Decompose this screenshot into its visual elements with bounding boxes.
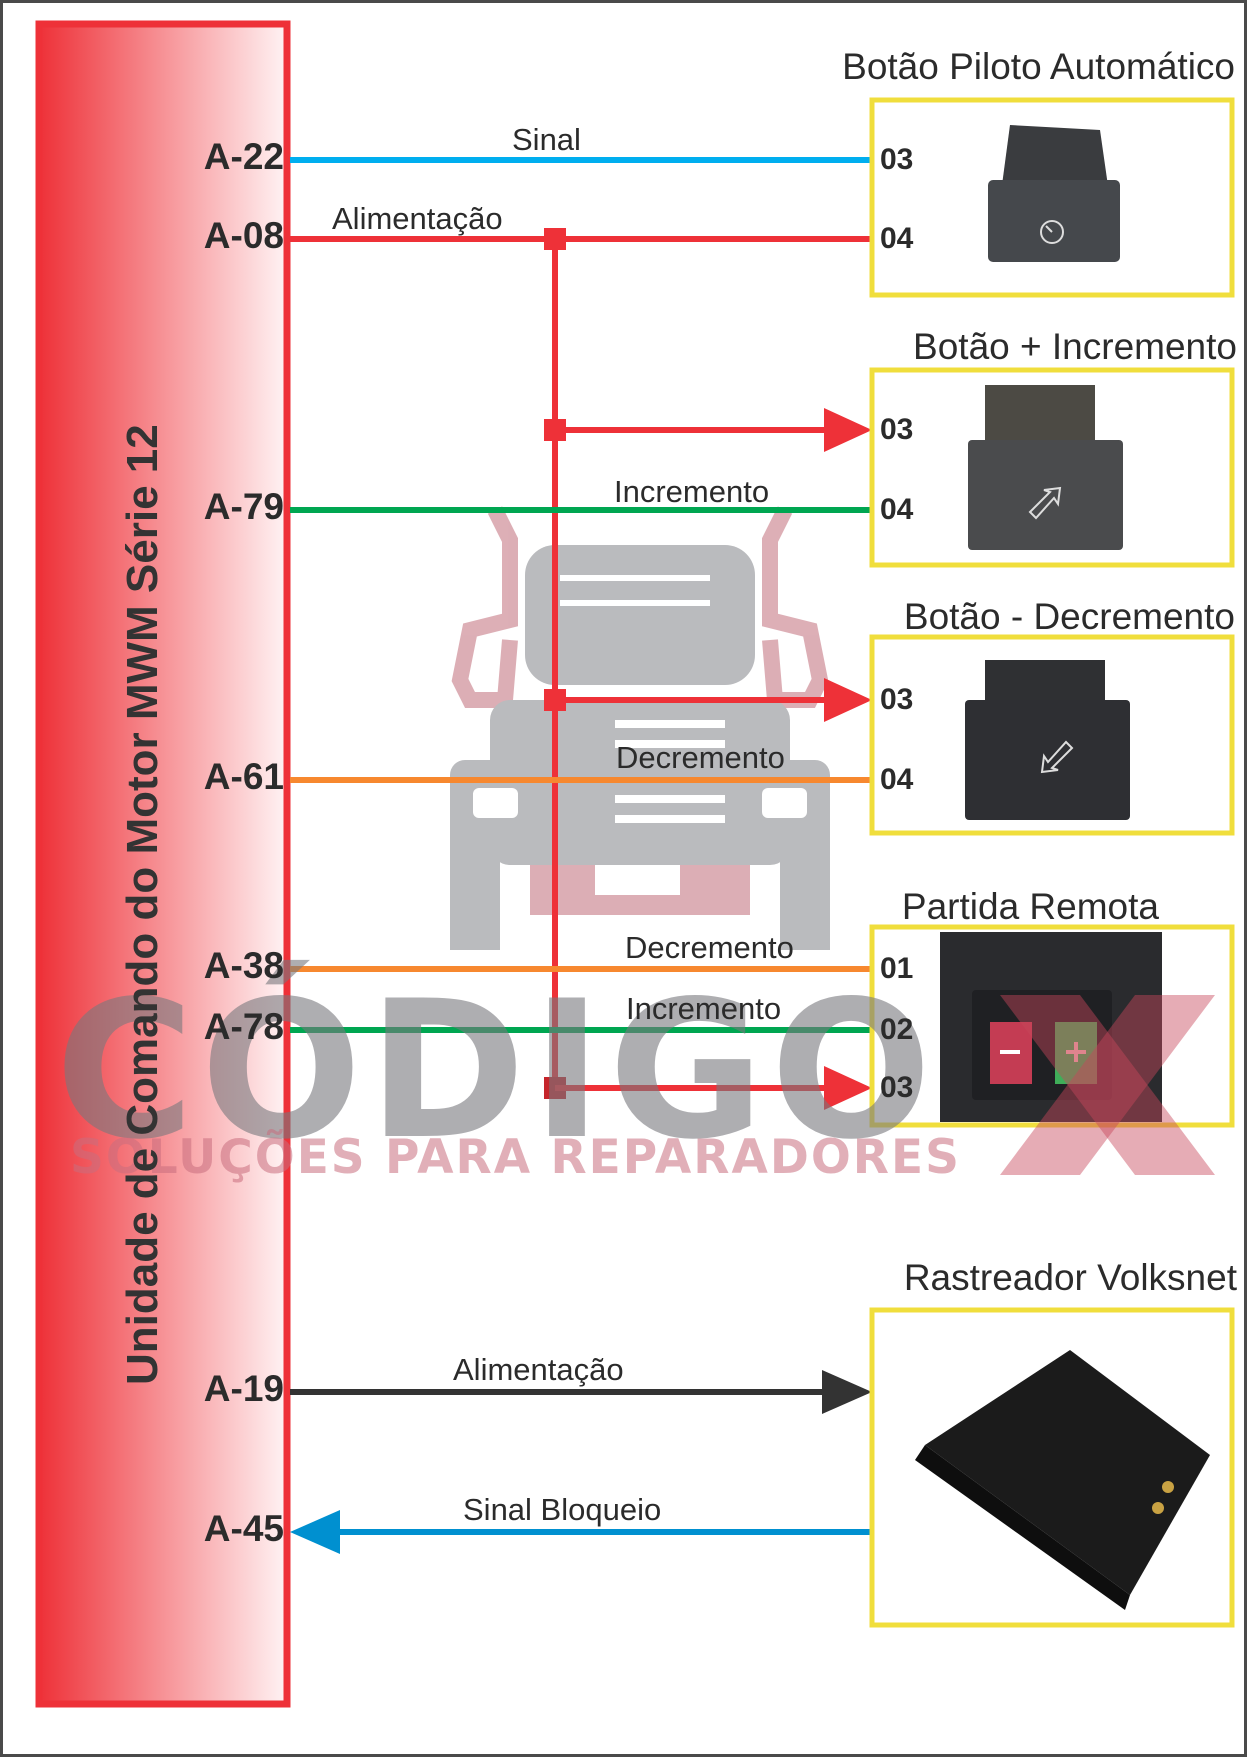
device-title-piloto: Botão Piloto Automático [842, 46, 1235, 87]
wires [290, 157, 872, 1554]
switch-piloto-image [988, 125, 1120, 262]
wire-label: Sinal [512, 122, 581, 157]
wire-label: Alimentação [332, 201, 503, 236]
engine-control-unit [35, 20, 291, 1708]
terminal-label: 01 [880, 952, 914, 985]
switch-decremento-image [965, 660, 1130, 820]
terminal-label: 04 [880, 222, 914, 255]
terminal-label: 04 [880, 763, 914, 796]
switch-incremento-image [968, 385, 1123, 550]
arrow-down-left-icon [1040, 740, 1074, 774]
terminal-label: 03 [880, 683, 914, 716]
pin-label: A-38 [203, 945, 284, 986]
device-frame-incremento [869, 367, 1235, 568]
device-title-rastreador: Rastreador Volksnet [903, 1257, 1237, 1298]
device-frames [869, 97, 1235, 1628]
pin-label: A-45 [203, 1508, 284, 1549]
partida-remota-image [940, 932, 1162, 1122]
device-title-incremento: Botão + Incremento [913, 326, 1237, 367]
terminal-label: 02 [880, 1013, 914, 1046]
arrow-head [822, 1370, 872, 1414]
arrow-head [824, 1066, 872, 1110]
device-frame-piloto [869, 97, 1235, 298]
truck-watermark [450, 506, 830, 950]
wire-label: Alimentação [453, 1352, 624, 1387]
wire-label: Decremento [625, 930, 794, 965]
brand-tagline-watermark: SOLUÇÕES PARA REPARADORES [70, 1130, 961, 1185]
terminal-label: 04 [880, 493, 914, 526]
brand-x-watermark [1000, 995, 1215, 1175]
junction-1 [544, 228, 566, 250]
arrow-head [824, 678, 872, 722]
pin-label: A-22 [203, 136, 284, 177]
arrow-head [290, 1510, 340, 1554]
pin-label: A-08 [203, 215, 284, 256]
terminal-label: 03 [880, 143, 914, 176]
device-frame-rastreador [869, 1307, 1235, 1628]
pin-label: A-61 [203, 756, 284, 797]
device-frame-decremento [869, 634, 1235, 836]
wire-label: Sinal Bloqueio [463, 1492, 662, 1527]
unit-title: Unidade de Comando do Motor MWM Série 12 [118, 424, 167, 1385]
arrow-up-right-icon [1028, 486, 1062, 520]
terminal-label: 03 [880, 413, 914, 446]
arrow-head [824, 408, 872, 452]
wire-label: Incremento [626, 991, 782, 1026]
tracker-image [915, 1350, 1210, 1610]
pin-label: A-19 [203, 1368, 284, 1409]
wire-label: Incremento [614, 474, 770, 509]
wire-label: Decremento [616, 740, 785, 775]
device-title-decremento: Botão - Decremento [903, 596, 1235, 637]
device-title-partida: Partida Remota [901, 886, 1159, 927]
device-frame-partida [869, 924, 1235, 1128]
terminal-label: 03 [880, 1071, 914, 1104]
brand-watermark: CÓDIGO [55, 960, 938, 1181]
pin-label: A-79 [203, 486, 284, 527]
pin-label: A-78 [203, 1006, 284, 1047]
cruise-control-icon [1040, 220, 1064, 244]
